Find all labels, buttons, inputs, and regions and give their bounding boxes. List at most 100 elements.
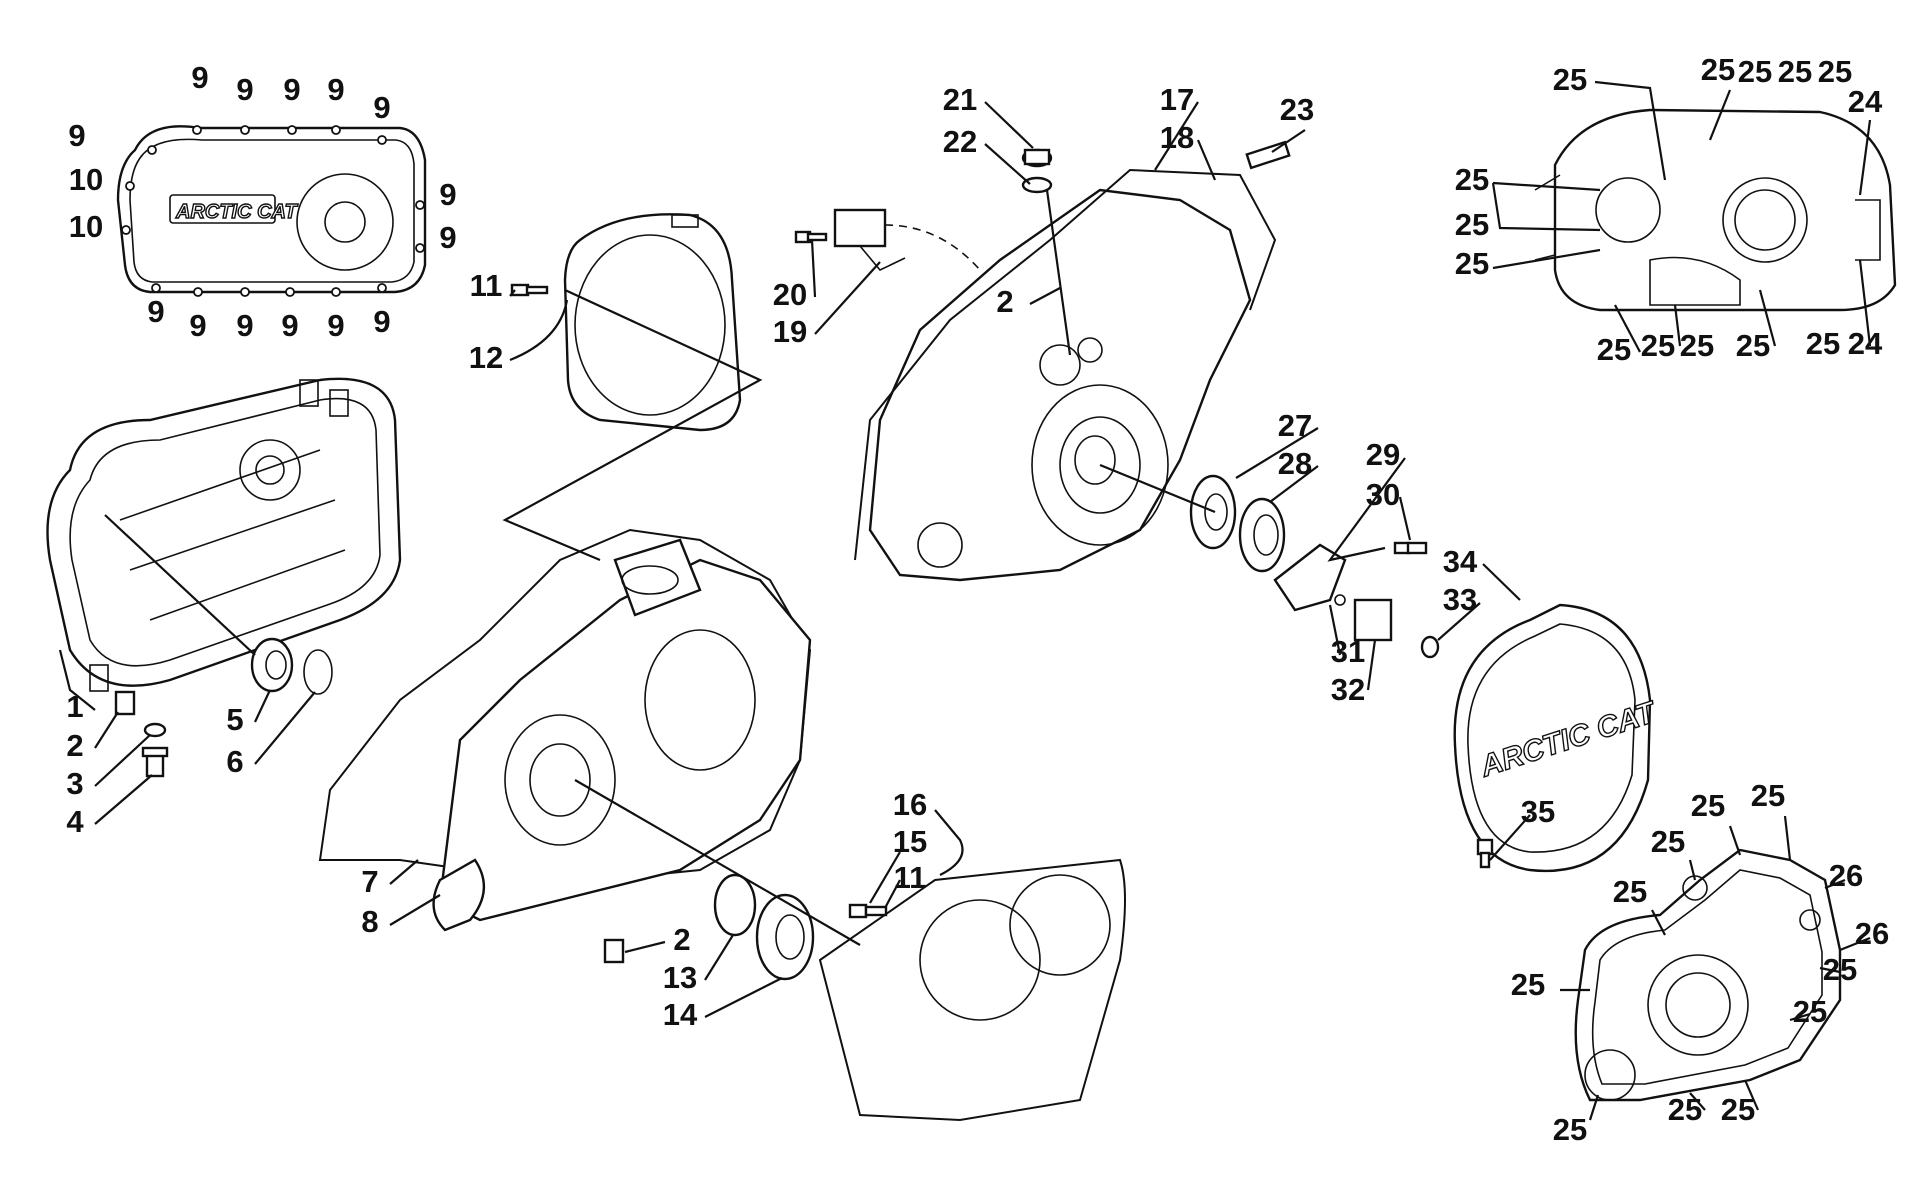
callout-c2c: 2 — [996, 284, 1013, 319]
callout-c16: 16 — [893, 787, 927, 822]
callout-c9k: 9 — [236, 308, 253, 343]
callout-c3: 3 — [66, 766, 83, 801]
gasket-view-lower-right — [1574, 848, 1842, 1102]
gasket-16 — [818, 858, 1126, 1122]
callout-c4: 4 — [66, 804, 84, 839]
callout-c27: 27 — [1278, 408, 1312, 443]
gasket-view-upper-right — [1534, 108, 1897, 312]
callout-c25r: 25 — [1511, 967, 1545, 1002]
callout-c17: 17 — [1160, 82, 1194, 117]
snap-ring-6 — [303, 649, 333, 695]
callout-c2b: 2 — [673, 922, 690, 957]
leader-lines — [58, 80, 1872, 1121]
callout-c9f: 9 — [68, 118, 85, 153]
callout-c13: 13 — [663, 960, 697, 995]
callout-c26b: 26 — [1855, 916, 1889, 951]
callout-c10a: 10 — [69, 162, 103, 197]
clutch-cover-gasket-12 — [563, 213, 742, 432]
callout-c19: 19 — [773, 314, 807, 349]
callout-c25u: 25 — [1553, 1112, 1587, 1147]
nut-33 — [1420, 635, 1440, 659]
callout-c9g: 9 — [439, 177, 456, 212]
callout-c35: 35 — [1521, 794, 1555, 829]
callout-c9l: 9 — [281, 308, 298, 343]
callout-c25l: 25 — [1736, 328, 1770, 363]
callout-c2a: 2 — [66, 728, 83, 763]
callout-c25p: 25 — [1651, 824, 1685, 859]
callout-c22: 22 — [943, 124, 977, 159]
callout-c9m: 9 — [327, 308, 344, 343]
callout-c25v: 25 — [1668, 1092, 1702, 1127]
callout-c25o: 25 — [1751, 778, 1785, 813]
clutch-cover-outer: ARCTIC CAT — [116, 125, 427, 297]
dowel-2-lower — [603, 938, 625, 964]
gasket-17 — [854, 168, 1277, 561]
callout-c25d: 25 — [1778, 54, 1812, 89]
callout-c1: 1 — [66, 689, 83, 724]
magneto-cover-34: ARCTIC CAT — [1453, 603, 1662, 873]
callout-c11b: 11 — [894, 860, 927, 895]
callout-c14: 14 — [663, 997, 698, 1032]
washer-3 — [143, 722, 167, 738]
drive-cover-8 — [432, 538, 812, 932]
callout-c9b: 9 — [236, 72, 253, 107]
callout-c25c: 25 — [1738, 54, 1772, 89]
bolt-35 — [1476, 838, 1494, 869]
callout-c25i: 25 — [1597, 332, 1631, 367]
crankcase-cover-center — [868, 188, 1252, 582]
callout-c33: 33 — [1443, 582, 1477, 617]
callout-c7: 7 — [361, 864, 378, 899]
plate-29 — [1273, 543, 1347, 612]
oil-filler-cap-21-22 — [1021, 148, 1053, 194]
callout-c9h: 9 — [439, 220, 456, 255]
brand-logo-upper: ARCTIC CAT — [175, 201, 299, 223]
callout-c30: 30 — [1366, 477, 1400, 512]
callout-c25t: 25 — [1793, 994, 1827, 1029]
callout-c25s: 25 — [1823, 952, 1857, 987]
callout-c25j: 25 — [1641, 328, 1675, 363]
bolt-30 — [1393, 541, 1428, 555]
callout-c21: 21 — [943, 82, 977, 117]
spacer-31-32 — [1334, 594, 1393, 642]
callout-c24b: 24 — [1848, 326, 1883, 361]
callout-c8: 8 — [361, 904, 378, 939]
callout-c12: 12 — [469, 340, 503, 375]
callout-c6: 6 — [226, 744, 243, 779]
callout-c25h: 25 — [1455, 246, 1489, 281]
callout-c25w: 25 — [1721, 1092, 1755, 1127]
dowel-2 — [114, 690, 136, 716]
seal-13 — [713, 873, 757, 937]
sensor-19-20 — [794, 208, 981, 271]
callout-c9j: 9 — [189, 308, 206, 343]
callout-c23: 23 — [1280, 92, 1314, 127]
callout-c9n: 9 — [373, 304, 390, 339]
callout-c31: 31 — [1331, 634, 1365, 669]
callout-c25b: 25 — [1701, 52, 1735, 87]
callout-c28: 28 — [1278, 446, 1312, 481]
callout-c11a: 11 — [470, 268, 503, 303]
callout-c25g: 25 — [1455, 207, 1489, 242]
callout-c34: 34 — [1443, 544, 1478, 579]
plug-4 — [141, 746, 169, 778]
callout-c20: 20 — [773, 277, 807, 312]
callout-c25k: 25 — [1680, 328, 1714, 363]
callout-c9i: 9 — [147, 294, 164, 329]
callout-c25a: 25 — [1553, 62, 1587, 97]
callout-c15: 15 — [893, 824, 927, 859]
bearing-5 — [250, 637, 294, 693]
bolt-15-11 — [848, 903, 888, 919]
callout-c25e: 25 — [1818, 54, 1852, 89]
bolt-11-upper — [510, 283, 549, 297]
callout-c9c: 9 — [283, 72, 300, 107]
callout-c29: 29 — [1366, 437, 1400, 472]
callout-c25m: 25 — [1806, 326, 1840, 361]
callout-c9e: 9 — [373, 90, 390, 125]
callout-c25f: 25 — [1455, 162, 1489, 197]
callout-c18: 18 — [1160, 120, 1194, 155]
callout-c32: 32 — [1331, 672, 1365, 707]
callout-c26a: 26 — [1829, 858, 1863, 893]
callout-c5: 5 — [226, 702, 243, 737]
callout-c9d: 9 — [327, 72, 344, 107]
